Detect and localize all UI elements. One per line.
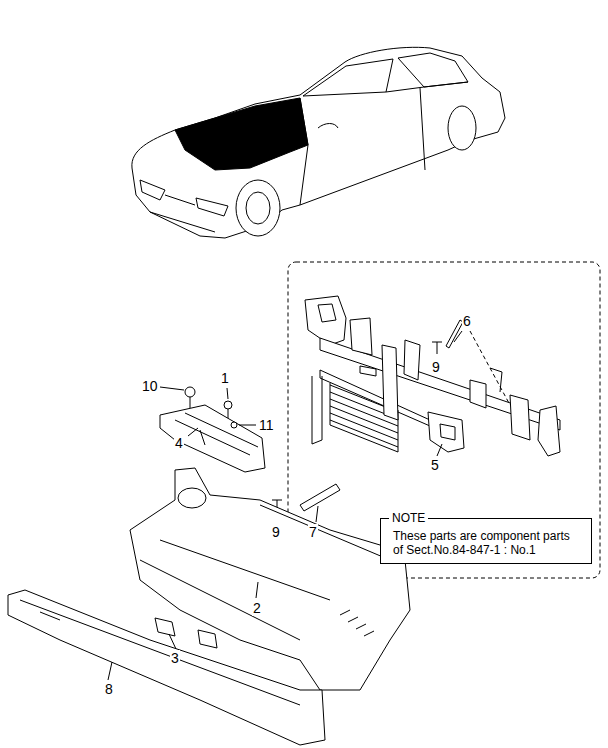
callout-number: 8 (104, 681, 114, 697)
note-box: NOTEThese parts are component parts of S… (380, 518, 592, 564)
callout-number: 9 (271, 524, 281, 540)
callout-number: 2 (252, 600, 262, 616)
callout-number: 10 (141, 378, 159, 394)
callout-number: 9 (431, 359, 441, 375)
callout-number: 1 (220, 370, 230, 386)
note-text: These parts are component parts of Sect.… (381, 519, 591, 563)
callout-number: 7 (308, 524, 318, 540)
callout-number: 6 (462, 313, 472, 329)
callout-number: 5 (430, 457, 440, 473)
note-heading: NOTE (389, 511, 428, 525)
callout-number: 11 (258, 417, 275, 433)
callout-number: 3 (170, 650, 180, 666)
callout-number: 4 (174, 435, 184, 451)
